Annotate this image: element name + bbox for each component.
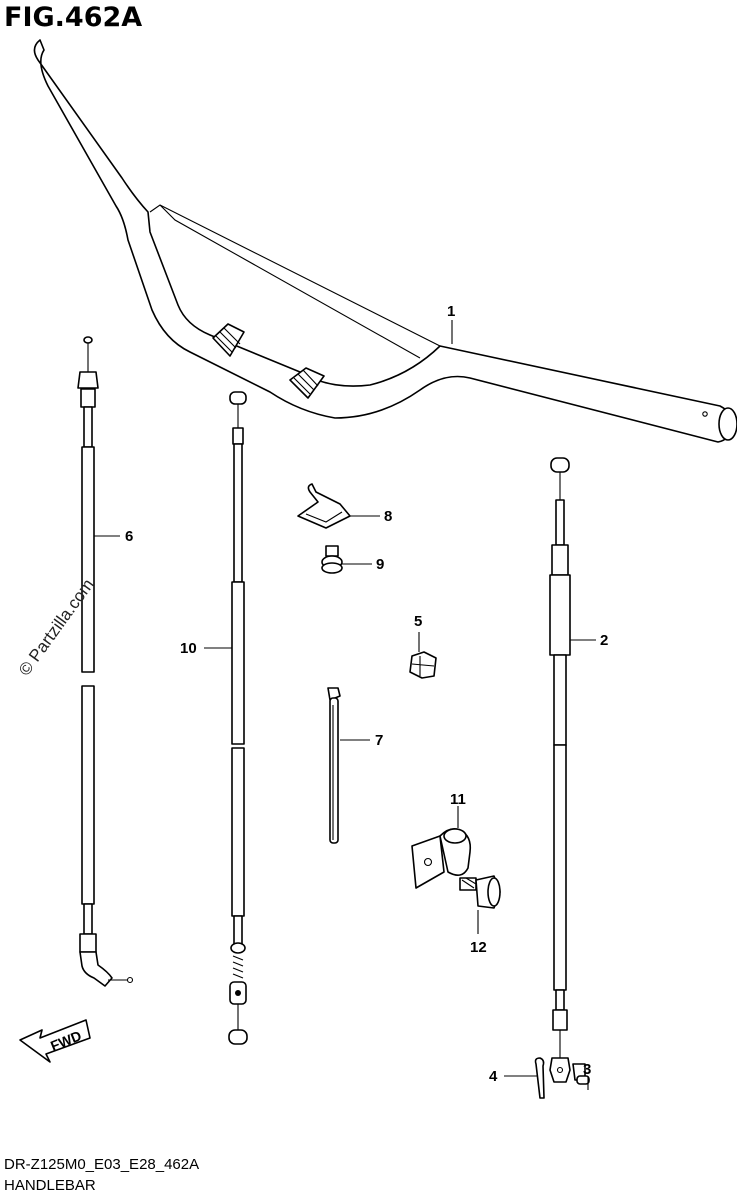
- clamp[interactable]: [409, 651, 437, 679]
- cable-guide[interactable]: [297, 483, 351, 529]
- cotter-pin[interactable]: [534, 1057, 545, 1099]
- leader-lines: [94, 320, 596, 1090]
- callout-1: 1: [447, 303, 455, 320]
- clutch-cable[interactable]: [228, 391, 248, 1045]
- bolt-9[interactable]: [321, 545, 343, 574]
- callout-2: 2: [600, 632, 608, 649]
- callout-9: 9: [376, 556, 384, 573]
- callout-5: 5: [414, 613, 422, 630]
- callout-7: 7: [375, 732, 383, 749]
- grip-knurl-left: [212, 323, 245, 357]
- callout-12: 12: [470, 939, 487, 956]
- callout-11: 11: [450, 791, 466, 808]
- clamp-bracket[interactable]: [411, 828, 472, 889]
- figure-name: HANDLEBAR: [4, 1177, 96, 1194]
- callout-10: 10: [180, 640, 197, 657]
- fwd-arrow: FWD: [19, 1019, 91, 1063]
- handlebar[interactable]: [33, 39, 737, 443]
- cable-tie[interactable]: [327, 687, 341, 844]
- throttle-cable[interactable]: [77, 336, 134, 987]
- callout-3: 3: [583, 1061, 591, 1078]
- callout-8: 8: [384, 508, 392, 525]
- pin[interactable]: [572, 1063, 590, 1085]
- figure-code: DR-Z125M0_E03_E28_462A: [4, 1156, 200, 1173]
- callout-6: 6: [125, 528, 133, 545]
- figure-title: FIG.462A: [4, 2, 143, 33]
- grip-knurl-right: [289, 367, 325, 399]
- bolt-12[interactable]: [459, 875, 501, 909]
- front-brake-cable[interactable]: [549, 457, 571, 1083]
- fwd-label: FWD: [48, 1027, 84, 1054]
- callout-4: 4: [489, 1068, 498, 1085]
